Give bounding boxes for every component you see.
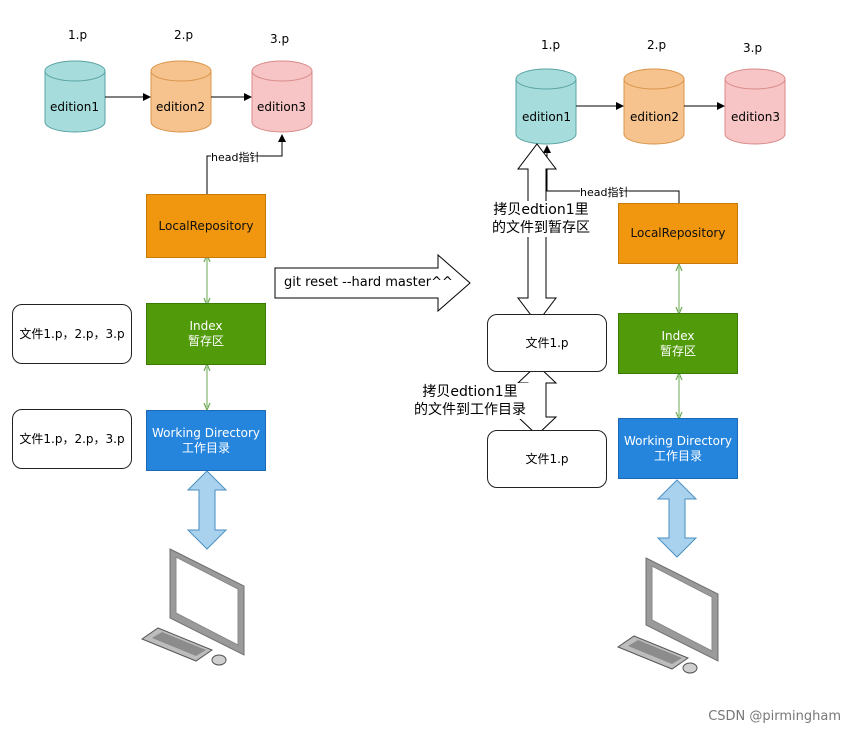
right-mouse-icon: [682, 662, 698, 674]
left-computer-monitor-icon: [169, 548, 245, 656]
left-working-files-note: 文件1.p，2.p，3.p: [12, 409, 132, 469]
right-edition2-file-label: 2.p: [647, 38, 667, 52]
right-edition1-cylinder: [515, 68, 577, 145]
left-edition2-name: edition2: [156, 100, 205, 114]
watermark: CSDN @pirmingham: [708, 709, 841, 724]
right-edition1-file-label: 1.p: [541, 38, 561, 52]
right-edition1-name: edition1: [522, 110, 571, 124]
right-copy-to-index-line1: 拷贝edtion1里: [493, 202, 589, 218]
right-working-directory-subtitle: 工作目录: [653, 448, 702, 463]
left-index-subtitle: 暂存区: [187, 334, 224, 348]
right-copy-to-index-line2: 的文件到暂存区: [492, 220, 590, 236]
right-computer-monitor-icon: [645, 557, 719, 662]
left-edition1-file-label: 1.p: [68, 28, 88, 42]
right-copy-to-working-line2: 的文件到工作目录: [414, 402, 526, 418]
left-edition2-file-label: 2.p: [174, 28, 194, 42]
left-edition3-name: edition3: [257, 100, 306, 114]
right-index-subtitle: 暂存区: [659, 343, 696, 358]
right-index-files-note: 文件1.p: [487, 314, 607, 372]
left-local-repository-box: LocalRepository: [146, 194, 266, 258]
left-index-box: Index 暂存区: [146, 303, 266, 365]
right-edition2-name: edition2: [630, 110, 679, 124]
right-working-directory-title: Working Directory: [623, 433, 733, 448]
command-label: git reset --hard master^^: [284, 275, 453, 290]
right-working-directory-box: Working Directory 工作目录: [618, 418, 738, 479]
right-edition3-file-label: 3.p: [743, 41, 763, 55]
right-working-files-note: 文件1.p: [487, 430, 607, 488]
left-head-pointer-label: head指针: [211, 149, 261, 165]
right-keyboard-icon: [616, 635, 690, 670]
right-head-pointer-label: head指针: [580, 184, 630, 200]
right-edition2-cylinder: [623, 68, 685, 145]
right-copy-to-working-line1: 拷贝edtion1里: [422, 384, 518, 400]
right-edition3-cylinder: [724, 68, 786, 145]
right-index-title: Index: [661, 328, 695, 343]
left-keyboard-icon: [140, 627, 214, 662]
left-working-directory-title: Working Directory: [151, 425, 261, 440]
right-copy-to-working-label: 拷贝edtion1里 的文件到工作目录: [400, 383, 540, 419]
command-arrow: [274, 253, 471, 313]
left-edition3-cylinder: [251, 60, 313, 133]
left-working-directory-box: Working Directory 工作目录: [146, 410, 266, 471]
left-index-files-note: 文件1.p，2.p，3.p: [12, 304, 132, 364]
right-local-repository-box: LocalRepository: [618, 203, 738, 264]
left-user-double-arrow: [186, 470, 228, 550]
left-working-directory-subtitle: 工作目录: [181, 440, 230, 455]
left-mouse-icon: [211, 654, 227, 666]
left-index-title: Index: [189, 319, 223, 333]
left-edition3-file-label: 3.p: [270, 32, 290, 46]
left-edition1-cylinder: [44, 60, 106, 133]
right-index-box: Index 暂存区: [618, 313, 738, 374]
right-copy-to-index-label: 拷贝edtion1里 的文件到暂存区: [474, 201, 608, 237]
right-edition3-name: edition3: [731, 110, 780, 124]
right-user-double-arrow: [656, 479, 698, 558]
left-edition2-cylinder: [150, 60, 212, 133]
left-edition1-name: edition1: [50, 100, 99, 114]
